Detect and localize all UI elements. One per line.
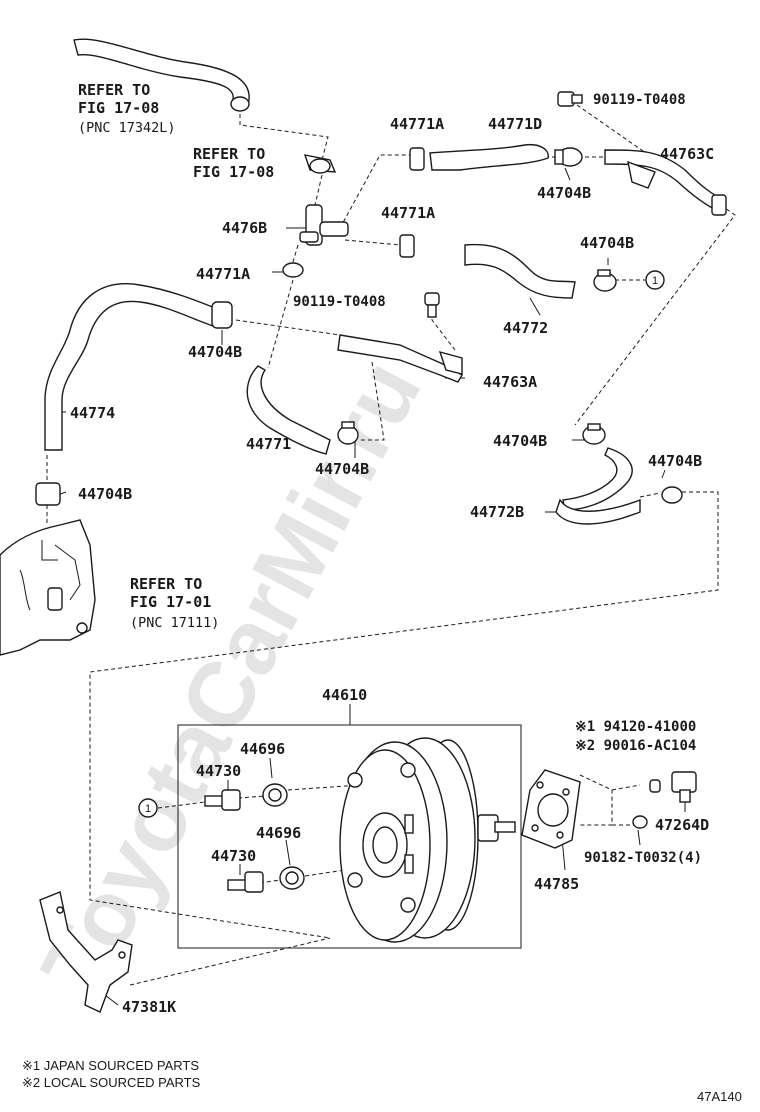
- clamp-44704B-f: [661, 486, 683, 504]
- small-hose-refer-fig: [303, 154, 337, 174]
- engine-block-sketch: [0, 519, 96, 656]
- hose-44771D: [429, 143, 549, 171]
- clamp-44771A-top: [409, 147, 425, 171]
- label-47264D: 47264D: [655, 816, 709, 834]
- label-90182: 90182-T0032(4): [584, 850, 702, 866]
- circle-marker-bottom: 1: [138, 798, 158, 818]
- svg-text:REFER TO: REFER TO: [130, 575, 202, 593]
- label-90119-top: 90119-T0408: [593, 92, 686, 108]
- label-44772B: 44772B: [470, 503, 524, 521]
- tee-4476B: [299, 204, 349, 246]
- svg-text:(PNC 17111): (PNC 17111): [130, 615, 219, 631]
- label-44704B-c: 44704B: [188, 343, 242, 361]
- label-44696-a: 44696: [240, 740, 285, 758]
- clamp-44704B-b: [593, 269, 617, 292]
- label-44763C: 44763C: [660, 145, 714, 163]
- label-44785: 44785: [534, 875, 579, 893]
- label-44771A-mid: 44771A: [381, 204, 435, 222]
- leader-lines: [46, 100, 736, 1006]
- clamp-44704B-e: [582, 423, 606, 445]
- hose-44771: [246, 365, 331, 455]
- pipe-44763C: [604, 149, 727, 216]
- label-44772: 44772: [503, 319, 548, 337]
- svg-text:FIG 17-08: FIG 17-08: [193, 163, 274, 181]
- label-44771A-left: 44771A: [196, 265, 250, 283]
- bracket-47381K: [39, 891, 133, 1013]
- label-44774: 44774: [70, 404, 115, 422]
- pin-94120: [649, 779, 661, 793]
- label-47381K: 47381K: [122, 998, 176, 1016]
- label-44704B-a: 44704B: [537, 184, 591, 202]
- reference-label-3: REFER TO FIG 17-01 (PNC 17111): [130, 575, 219, 631]
- clamp-44704B-g: [35, 482, 61, 506]
- hose-44772: [464, 243, 576, 299]
- booster-44610: [339, 737, 516, 943]
- svg-text:REFER TO: REFER TO: [193, 145, 265, 163]
- nut-90182: [632, 815, 648, 829]
- label-94120: ※1 94120-41000: [575, 719, 696, 735]
- footnote-japan: ※1 JAPAN SOURCED PARTS: [22, 1058, 199, 1073]
- label-44704B-f: 44704B: [648, 452, 702, 470]
- grommet-44696-a: [262, 783, 288, 807]
- hose-44772B: [555, 447, 641, 525]
- label-90016: ※2 90016-AC104: [575, 738, 696, 754]
- svg-text:1: 1: [145, 803, 151, 815]
- svg-text:REFER TO: REFER TO: [78, 81, 150, 99]
- hose-44774-top-ref: [73, 38, 250, 112]
- reference-label-1: REFER TO FIG 17-08 (PNC 17342L): [78, 81, 176, 136]
- label-44771D: 44771D: [488, 115, 542, 133]
- svg-text:FIG 17-01: FIG 17-01: [130, 593, 211, 611]
- pipe-44763A: [337, 334, 463, 383]
- svg-text:(PNC 17342L): (PNC 17342L): [78, 120, 176, 136]
- hose-44774: [44, 283, 216, 451]
- label-44704B-g: 44704B: [78, 485, 132, 503]
- label-44704B-d: 44704B: [315, 460, 369, 478]
- footnote-local: ※2 LOCAL SOURCED PARTS: [22, 1075, 201, 1090]
- label-44610: 44610: [322, 686, 367, 704]
- circle-marker-top: 1: [645, 270, 665, 290]
- label-44704B-e: 44704B: [493, 432, 547, 450]
- clamp-44704B-d: [337, 421, 359, 445]
- label-44771A-top: 44771A: [390, 115, 444, 133]
- stud-44730-a: [204, 789, 241, 811]
- reference-label-2: REFER TO FIG 17-08: [193, 145, 274, 181]
- label-44763A: 44763A: [483, 373, 537, 391]
- svg-text:1: 1: [652, 275, 658, 287]
- clamp-44771A-left: [282, 262, 304, 278]
- clamp-44771A-mid: [399, 234, 415, 258]
- label-44704B-b: 44704B: [580, 234, 634, 252]
- bolt-90119-top: [557, 91, 583, 107]
- svg-text:FIG 17-08: FIG 17-08: [78, 99, 159, 117]
- clevis-47264D: [671, 771, 697, 803]
- label-44696-b: 44696: [256, 824, 301, 842]
- grommet-44696-b: [279, 866, 305, 890]
- clamp-44704B-a: [554, 147, 583, 167]
- bolt-90119-mid: [424, 292, 440, 318]
- diagram-code: 47A140: [697, 1089, 742, 1104]
- gasket-44785: [521, 769, 581, 849]
- clamp-44704B-c: [211, 301, 233, 329]
- label-4476B: 4476B: [222, 219, 267, 237]
- stud-44730-b: [227, 871, 264, 893]
- booster-group-frame: [177, 724, 522, 949]
- label-44730-a: 44730: [196, 762, 241, 780]
- label-44730-b: 44730: [211, 847, 256, 865]
- label-90119-mid: 90119-T0408: [293, 294, 386, 310]
- label-44771: 44771: [246, 435, 291, 453]
